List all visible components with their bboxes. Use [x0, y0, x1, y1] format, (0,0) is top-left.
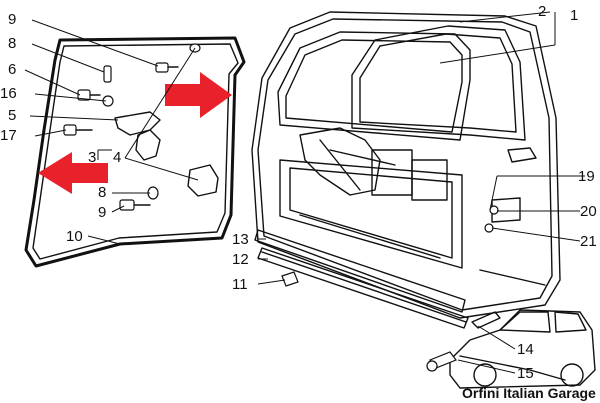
callout-14: 14	[517, 341, 534, 358]
callout-8-bottom: 8	[98, 184, 106, 201]
callout-6: 6	[8, 61, 16, 78]
watermark-credit: Orfini Italian Garage	[462, 385, 596, 401]
hinge-bolts	[63, 43, 219, 211]
car-silhouette	[426, 309, 596, 389]
callout-9-top: 9	[8, 11, 16, 28]
sill-moldings	[254, 229, 469, 329]
callout-15: 15	[517, 365, 534, 382]
door-seal	[24, 36, 246, 268]
callout-21: 21	[580, 233, 597, 250]
callout-2: 2	[538, 3, 546, 20]
callout-11: 11	[232, 276, 248, 293]
callout-13: 13	[232, 231, 249, 248]
arrow-left-icon	[38, 152, 108, 194]
callout-12: 12	[232, 251, 249, 268]
callout-19: 19	[578, 168, 595, 185]
callout-labels: 1 2 3 4 5 6 8 8 9 9 10 11 12 13 14 15 16…	[0, 3, 597, 382]
callout-1: 1	[570, 7, 578, 24]
callout-16: 16	[0, 85, 17, 102]
red-arrows	[38, 72, 232, 194]
callout-9-bottom: 9	[98, 204, 106, 221]
callout-10: 10	[66, 228, 83, 245]
door-shell	[251, 11, 561, 319]
leader-lines	[24, 11, 585, 374]
callout-5: 5	[8, 107, 16, 124]
callout-8-top: 8	[8, 35, 16, 52]
arrow-right-icon	[165, 72, 232, 118]
callout-17: 17	[0, 127, 17, 144]
callout-20: 20	[580, 203, 597, 220]
callout-3: 3	[88, 149, 96, 166]
callout-4: 4	[113, 149, 121, 166]
